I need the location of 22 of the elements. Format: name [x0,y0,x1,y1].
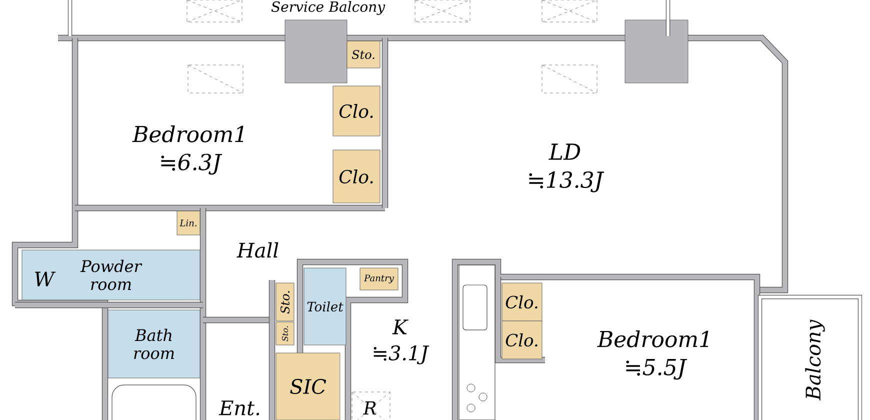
closet-box: SIC [276,352,340,420]
closet-box: Clo. [502,320,542,360]
room-area: Toilet [304,268,346,346]
room-label: Bedroom1 ≒6.3J [132,125,244,175]
room-label: K ≒3.1J [374,320,430,364]
room-label: Bedroom1 ≒5.5J [597,330,708,380]
storage-box: Sto. [276,282,294,322]
storage-box: Sto. [276,322,294,346]
closet-box: Clo. [502,282,542,322]
linen-box: Lin. [176,210,200,236]
room-label: Service Balcony [271,1,386,15]
room-label: Ent. [218,400,260,416]
storage-box: Sto. [346,40,380,68]
closet-box: Clo. [332,86,380,136]
room-label: Hall [236,242,278,258]
room-area: Bath room [108,310,200,378]
room-label: Balcony [805,320,825,400]
closet-box: Clo. [332,150,380,204]
pantry-box: Pantry [360,268,398,290]
fixture-label: W [35,272,56,286]
room-label: LD ≒13.3J [529,144,604,192]
fixture-label: R [362,401,376,415]
